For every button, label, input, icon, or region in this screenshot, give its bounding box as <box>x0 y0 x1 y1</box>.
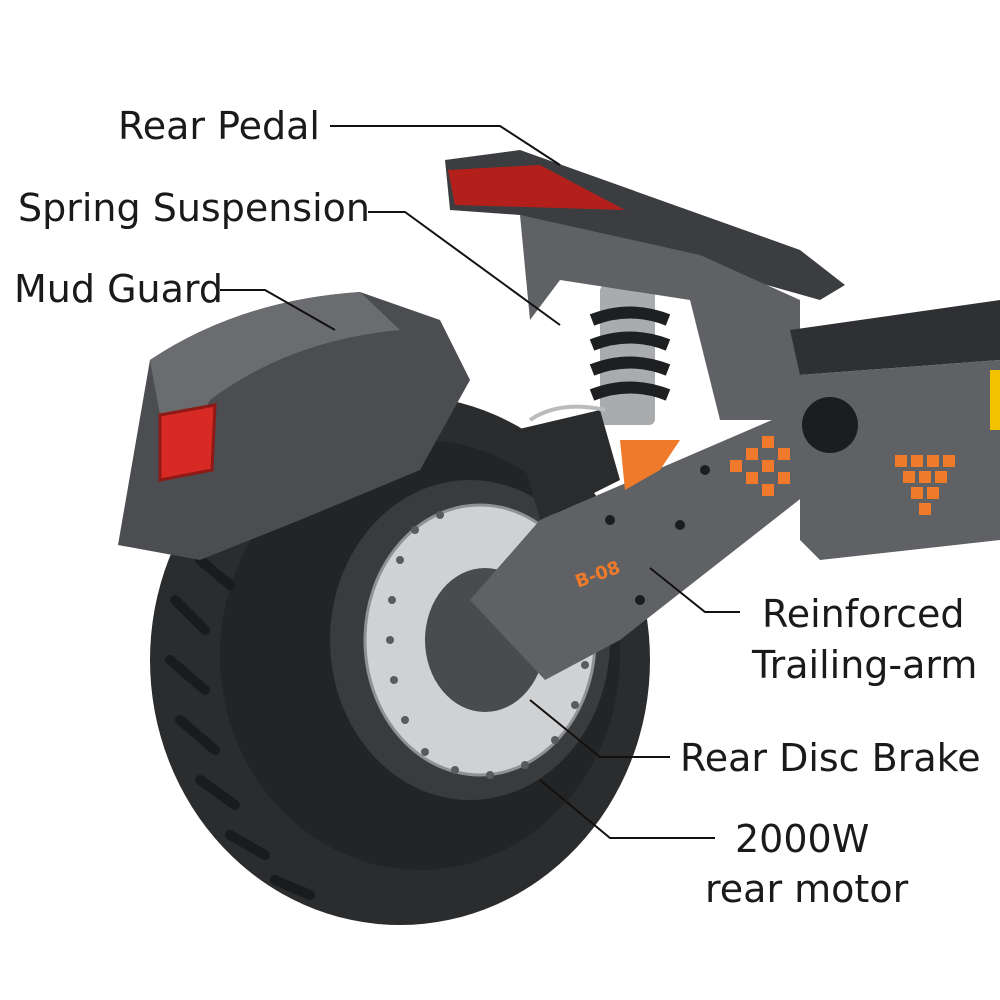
trailing-arm: B-08 <box>470 395 955 680</box>
label-trailing-arm-line1: Reinforced <box>762 592 965 636</box>
checker-pattern-icon <box>730 436 790 496</box>
reflector-icon <box>158 403 217 482</box>
disc-holes <box>386 511 589 779</box>
label-motor-line2: rear motor <box>705 867 909 911</box>
brake-caliper <box>515 404 680 520</box>
leader-trailing-arm <box>649 567 740 613</box>
label-rear-pedal: Rear Pedal <box>118 104 320 148</box>
rear-pedal <box>445 150 845 300</box>
label-motor-line1: 2000W <box>735 817 870 861</box>
label-spring-suspension: Spring Suspension <box>18 186 370 230</box>
leader-mud-guard <box>220 289 336 331</box>
deck-checker-pattern-icon <box>895 455 955 515</box>
leader-spring-suspension <box>368 211 561 326</box>
label-trailing-arm-line2: Trailing-arm <box>752 643 978 687</box>
pivot-bolt <box>802 397 858 453</box>
tire-tread <box>165 555 315 900</box>
leader-lines <box>220 125 740 839</box>
tail-light-icon <box>448 165 625 210</box>
spring-suspension <box>589 285 671 425</box>
leader-rear-pedal <box>330 125 561 166</box>
frame-bracket <box>520 215 800 420</box>
leader-disc-brake <box>529 699 670 758</box>
leader-motor <box>539 779 715 839</box>
label-rear-disc-brake: Rear Disc Brake <box>680 736 981 780</box>
label-mud-guard: Mud Guard <box>14 267 223 311</box>
mud-guard <box>118 292 470 560</box>
